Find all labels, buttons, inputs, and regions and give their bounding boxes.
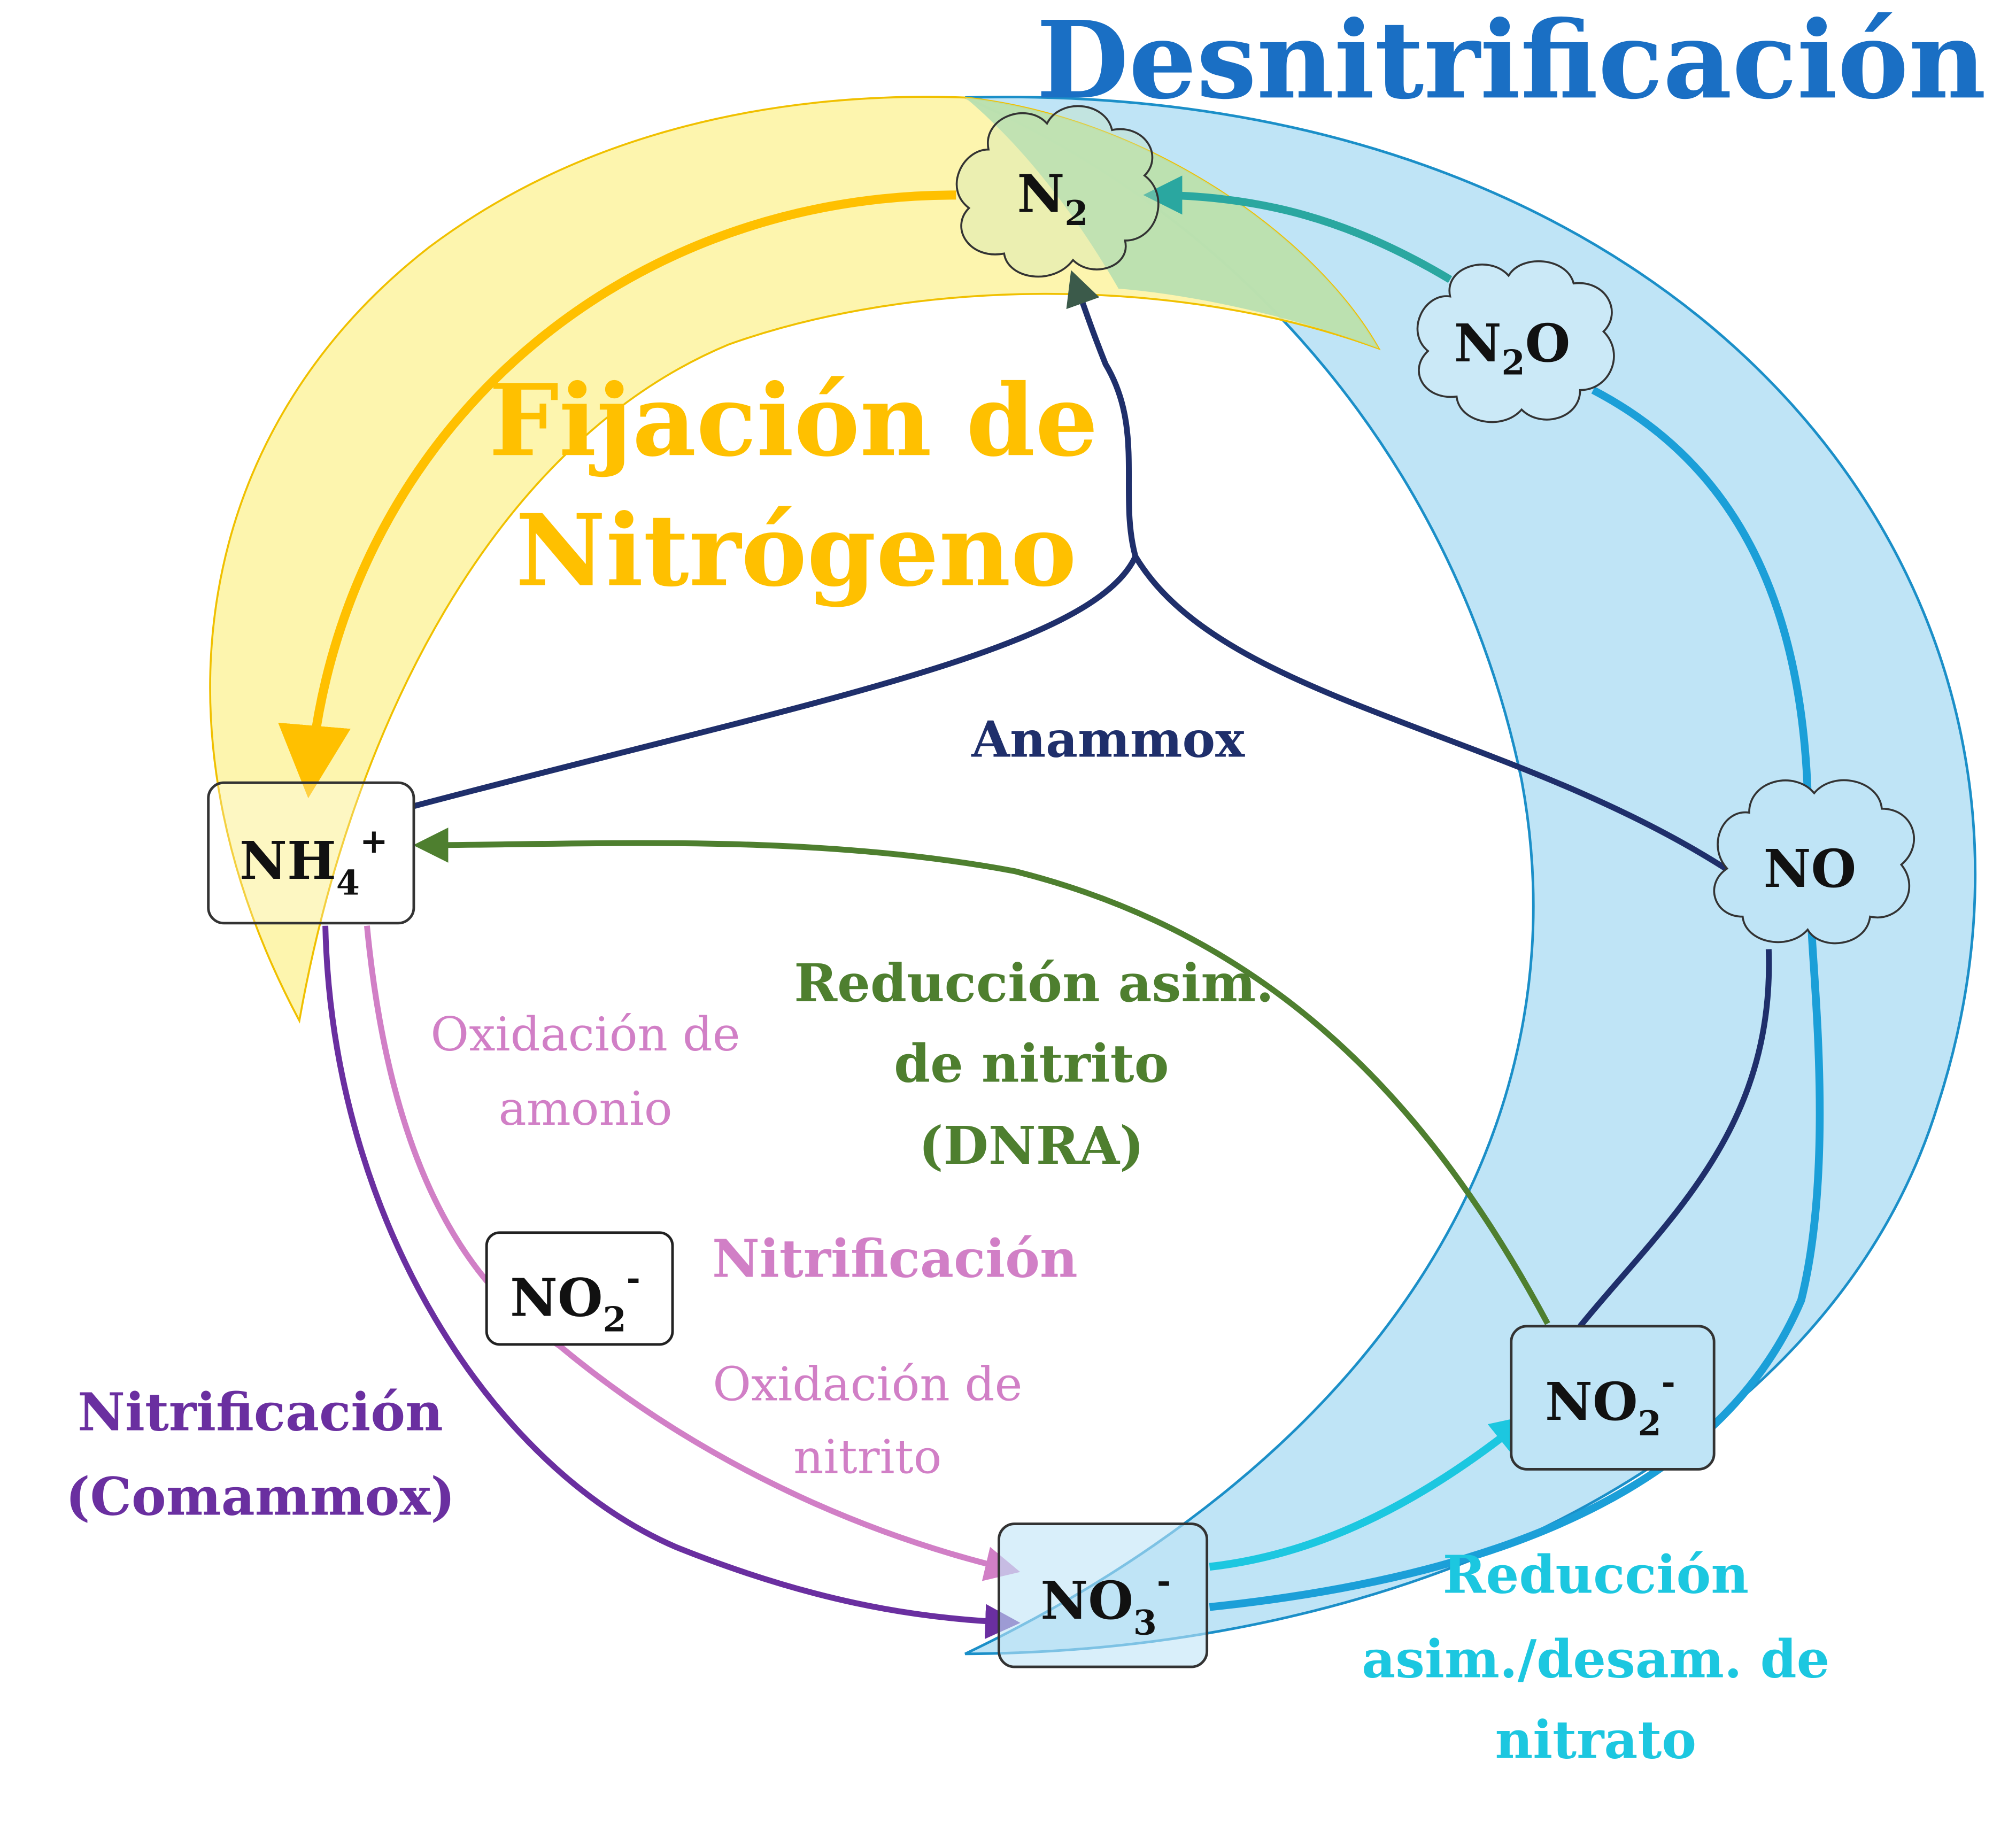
denitrification-arrow-no3-no: [1209, 929, 1824, 1611]
comammox-label-line2: (Comammox): [65, 1466, 455, 1527]
nitrate-reduction-label-line1: Reducción: [1443, 1544, 1749, 1605]
n2o-cloud: [1416, 260, 1615, 423]
no2-right-box: [1510, 1325, 1716, 1471]
nitrification-label: Nitrificación: [712, 1228, 1078, 1289]
anammox-branch-nh4: [413, 555, 1138, 809]
nitrate-reduction-arrow: [1209, 1414, 1531, 1571]
dnra-label-line3: (DNRA): [918, 1115, 1144, 1176]
comammox-label-line1: Nitrificación: [78, 1381, 443, 1442]
band-overlap: [965, 97, 1379, 349]
nh4-box: [207, 781, 415, 925]
n2-cloud: [955, 105, 1160, 278]
nitrate-reduction-label-line2: asim./desam. de: [1362, 1629, 1829, 1690]
anammox-branch-no2: [1578, 949, 1772, 1328]
fixation-title-line2: Nitrógeno: [515, 492, 1077, 608]
nitrite-oxidation-label-line2: nitrito: [793, 1430, 941, 1485]
no3-label: NO3-: [1040, 1561, 1171, 1642]
denitrification-arrow-no-n2o: [1591, 387, 1812, 793]
anammox-branch-no: [1133, 555, 1732, 874]
nitrification-arrow: [364, 925, 1021, 1581]
denitrification-title: Desnitrificación: [1036, 0, 1986, 123]
fixation-arrow: [278, 190, 956, 799]
n2o-label: N2O: [1454, 313, 1571, 382]
fixation-title-line1: Fijación de: [489, 362, 1098, 478]
no-cloud: [1713, 779, 1915, 945]
no2-right-label: NO2-: [1545, 1362, 1675, 1443]
comammox-arrow: [322, 925, 1021, 1640]
denitrification-arrow-n2o-n2: [1143, 175, 1453, 283]
anammox-arrow-to-n2: [1066, 270, 1139, 558]
n2-label: N2: [1017, 163, 1088, 233]
ammonium-oxidation-label-line2: amonio: [499, 1081, 673, 1136]
anammox-label: Anammox: [971, 710, 1245, 769]
nitrite-oxidation-label-line1: Oxidación de: [713, 1357, 1022, 1412]
no3-box: [998, 1522, 1209, 1668]
dnra-label-line1: Reducción asim.: [794, 953, 1274, 1014]
dnra-label-line2: de nitrito: [894, 1033, 1169, 1094]
no2-left-box: [485, 1231, 674, 1346]
ammonium-oxidation-label-line1: Oxidación de: [430, 1007, 740, 1062]
nh4-label: NH4+: [240, 822, 388, 903]
no2-left-label: NO2-: [510, 1258, 640, 1340]
nitrate-reduction-label-line3: nitrato: [1495, 1709, 1697, 1770]
no-label: NO: [1764, 838, 1857, 899]
dnra-arrow: [413, 828, 1550, 1325]
